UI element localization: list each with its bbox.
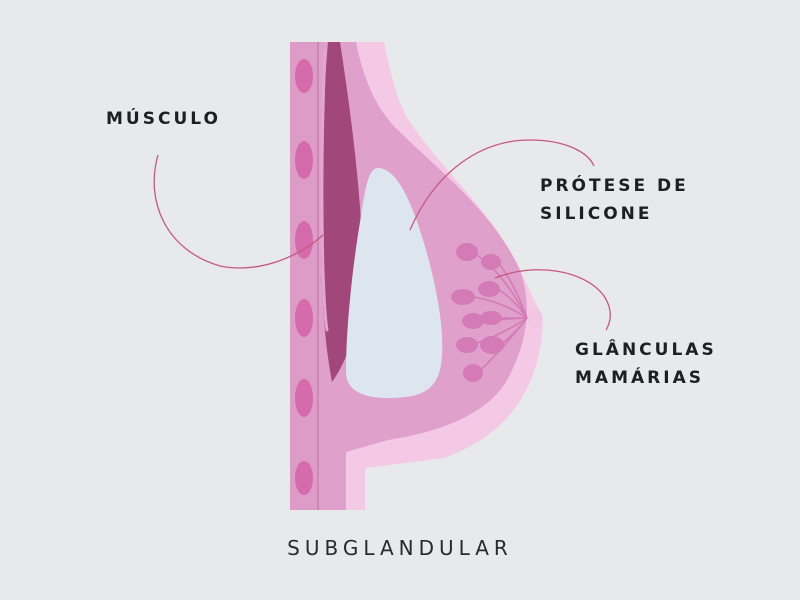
implant-label-line2: SILICONE — [540, 204, 653, 224]
gland-lobe — [481, 254, 501, 270]
implant-label-line1: PRÓTESE DE — [540, 176, 689, 196]
gland-lobe — [463, 364, 483, 382]
nipple — [528, 308, 542, 328]
rib — [295, 59, 313, 93]
rib — [295, 299, 313, 337]
gland-lobe — [480, 336, 504, 354]
rib — [295, 141, 313, 179]
gland-lobe — [451, 289, 475, 305]
implant-label: PRÓTESE DE SILICONE — [540, 172, 689, 228]
muscle-label: MÚSCULO — [106, 105, 221, 133]
mammary-glands — [451, 243, 528, 382]
rib — [295, 379, 313, 417]
implant-leader-line — [409, 139, 595, 231]
glands-label-line2: MAMÁRIAS — [575, 368, 704, 388]
diagram-caption: SUBGLANDULAR — [287, 536, 513, 560]
glands-label: GLÂNCULAS MAMÁRIAS — [575, 336, 717, 392]
gland-lobe — [478, 281, 500, 297]
gland-lobe — [480, 311, 502, 325]
ribs — [295, 59, 313, 495]
gland-lobe — [462, 313, 484, 329]
glands-leader-line — [494, 269, 611, 331]
chest-wall — [290, 42, 318, 510]
gland-lobes — [451, 243, 504, 382]
milk-ducts — [473, 254, 528, 371]
muscle-label-text: MÚSCULO — [106, 109, 221, 129]
silicone-implant — [346, 168, 443, 398]
rib — [295, 221, 313, 259]
glands-label-line1: GLÂNCULAS — [575, 340, 717, 360]
rib — [295, 461, 313, 495]
muscle-leader-line — [153, 154, 324, 269]
gland-lobe — [456, 337, 478, 353]
gland-lobe — [456, 243, 478, 261]
